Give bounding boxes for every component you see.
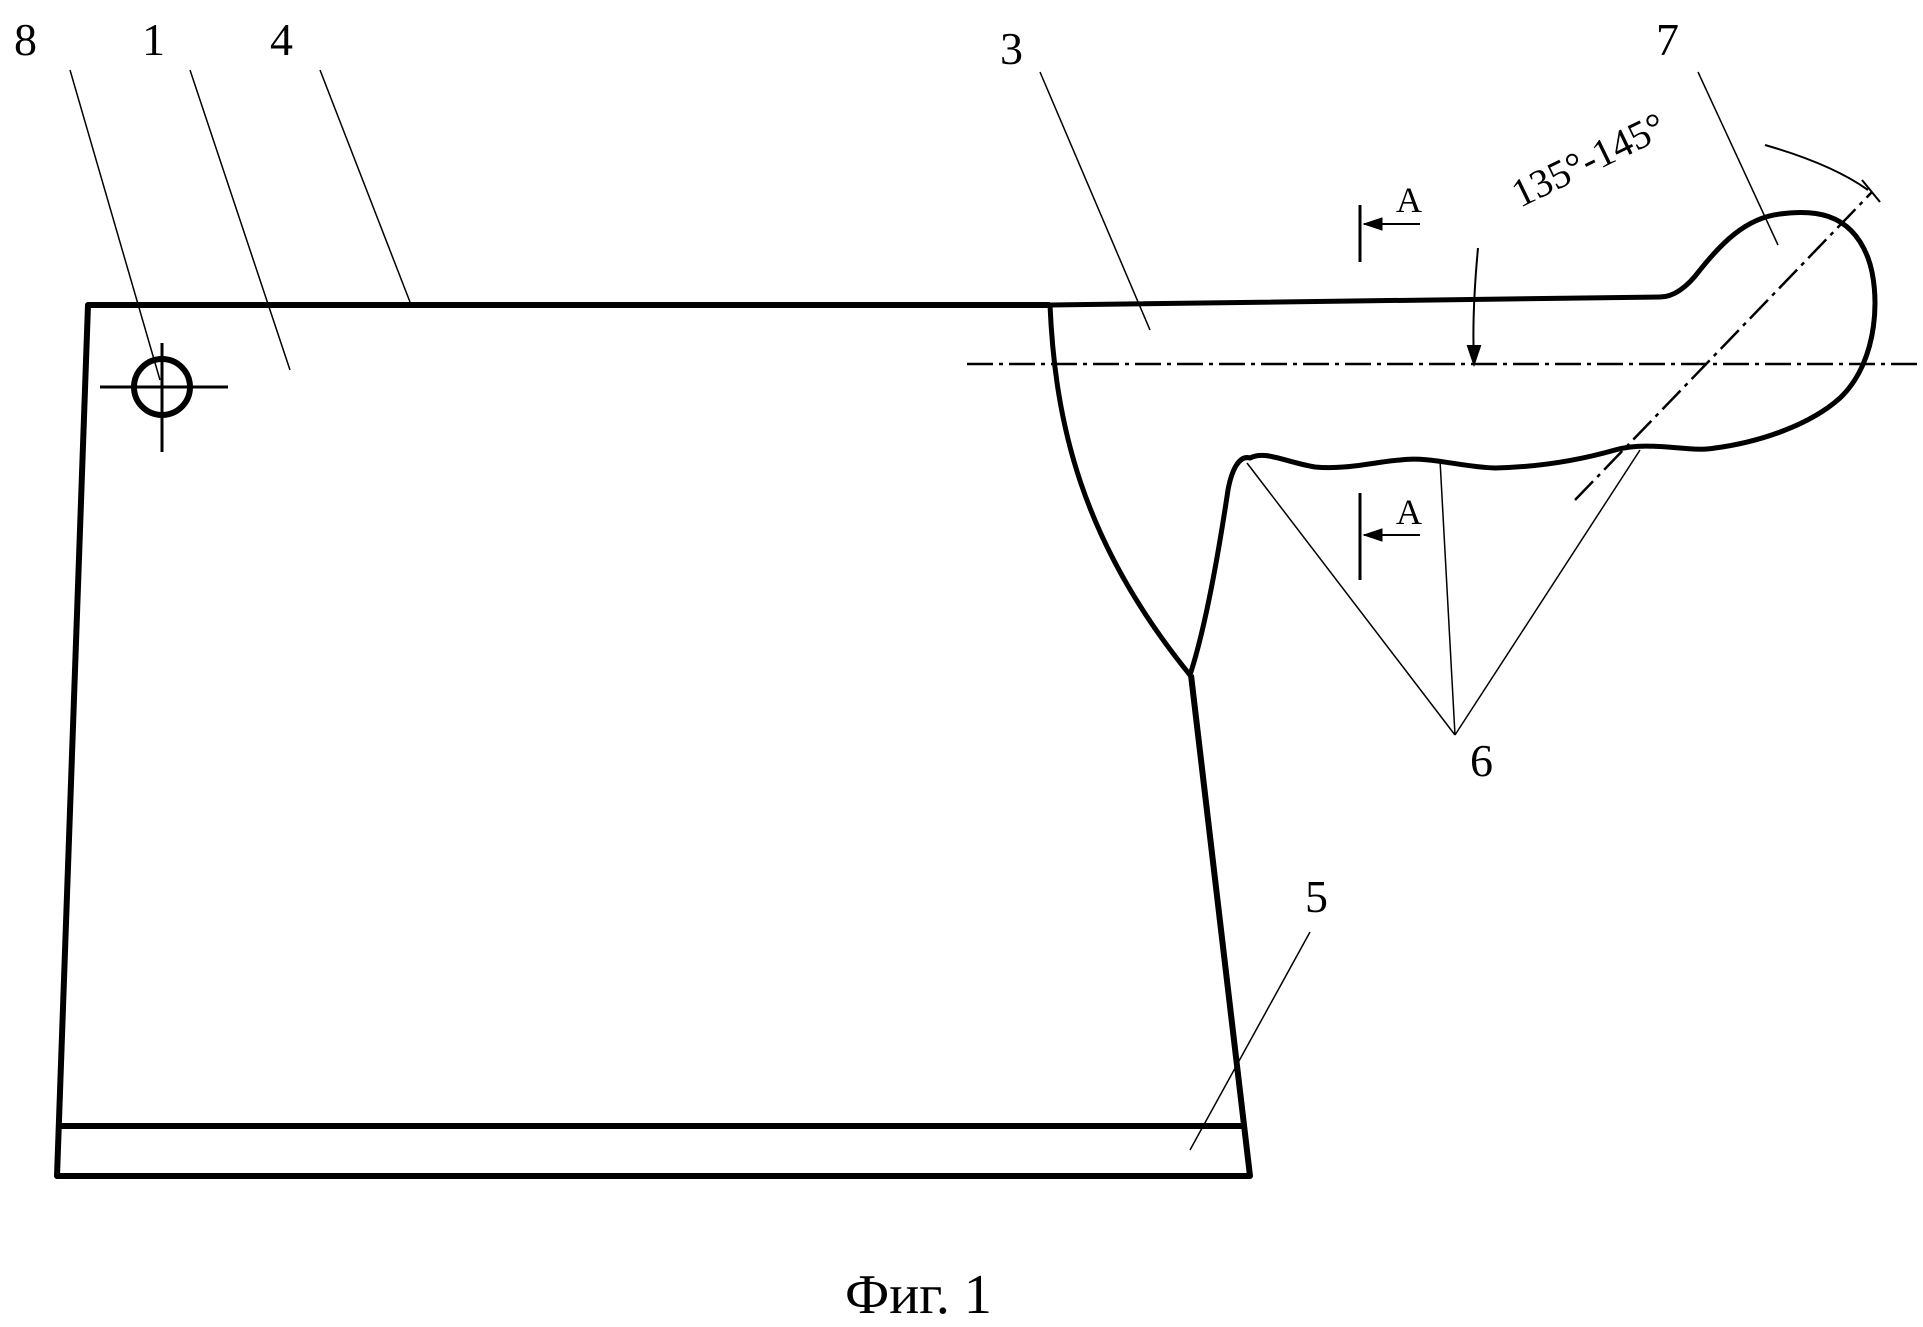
- handle-upper-edge: [1047, 294, 1663, 308]
- callout-6: 6: [1470, 735, 1493, 786]
- handle-bolster-line: [1187, 455, 1253, 678]
- handle-lower-edge: [1247, 209, 1878, 471]
- blade-outline: [54, 302, 1253, 1179]
- section-label-upper: A: [1396, 180, 1422, 220]
- leader-6-a: [1246, 462, 1456, 736]
- handle-outline: [1047, 209, 1878, 678]
- callout-5: 5: [1305, 871, 1328, 922]
- axis-lines: [967, 191, 1920, 501]
- angle-arc-upper: [1764, 144, 1869, 191]
- section-mark-lower-arrowhead: [1362, 528, 1383, 542]
- angle-label: 135°-145°: [1504, 103, 1672, 216]
- leader-6-c: [1454, 449, 1641, 736]
- callout-8: 8: [14, 14, 37, 65]
- leader-7: [1697, 71, 1779, 246]
- hanging-hole: [100, 343, 228, 452]
- leader-3: [1039, 71, 1151, 331]
- leader-lines: [69, 69, 1779, 1151]
- leader-8: [69, 69, 161, 381]
- leader-6-b: [1439, 459, 1456, 736]
- blade-contour: [54, 302, 1253, 1179]
- callout-3: 3: [1000, 23, 1023, 74]
- leader-1: [189, 69, 291, 371]
- angle-annotation: [1466, 144, 1881, 368]
- figure-caption: Фиг. 1: [845, 1264, 992, 1326]
- callout-1: 1: [142, 14, 165, 65]
- angle-arc: [1472, 247, 1479, 363]
- leader-4: [319, 69, 411, 303]
- callout-labels: 8 1 4 3 7 6 5 A A 135°-145° Фиг. 1: [14, 14, 1679, 1326]
- callout-7: 7: [1656, 14, 1679, 65]
- leader-5: [1189, 931, 1311, 1151]
- blade-handle-transition-curve: [1047, 302, 1193, 678]
- angle-extension-tick: [1861, 179, 1881, 203]
- angle-arrow-lower: [1466, 345, 1482, 368]
- callout-4: 4: [270, 14, 293, 65]
- section-label-lower: A: [1396, 492, 1422, 532]
- section-marks: [1358, 205, 1420, 580]
- pommel-inclined-axis: [1574, 191, 1873, 501]
- section-mark-upper-arrowhead: [1362, 217, 1383, 231]
